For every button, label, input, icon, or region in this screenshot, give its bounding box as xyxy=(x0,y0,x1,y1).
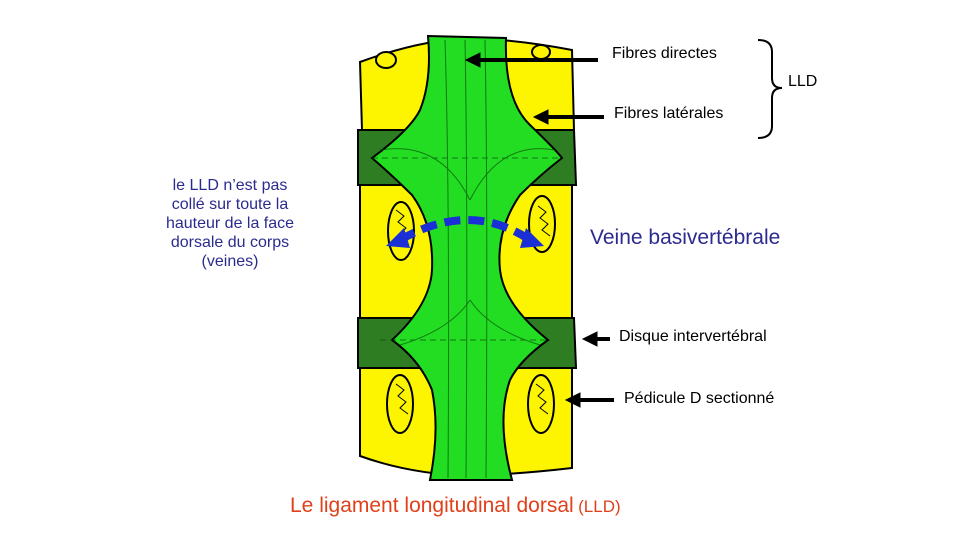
pedicle-top-right xyxy=(531,44,551,60)
note-text: le LLD n’est pas collé sur toute la haut… xyxy=(140,176,320,271)
label-veine-basivertebrale: Veine basivertébrale xyxy=(590,226,781,249)
arrow-fibres-directes xyxy=(464,52,598,68)
ligament-fibres xyxy=(372,39,562,479)
vein-arrow xyxy=(386,216,544,248)
pedicle-bottom-right xyxy=(527,374,555,434)
note-line: collé sur toute la xyxy=(171,196,289,213)
pedicle-top-left xyxy=(375,51,397,69)
pedicle-bottom-left xyxy=(386,374,414,434)
note-line: dorsale du corps xyxy=(170,234,290,251)
note-line: hauteur de la face xyxy=(165,215,295,232)
lld-brace xyxy=(757,39,783,139)
pedicles xyxy=(375,44,556,434)
pointer-arrows xyxy=(464,52,614,408)
label-fibres-laterales: Fibres latérales xyxy=(614,105,724,122)
arrow-fibres-laterales xyxy=(532,109,604,125)
title-suffix: (LLD) xyxy=(578,497,621,516)
label-lld: LLD xyxy=(788,73,818,90)
arrow-pedicule xyxy=(564,392,614,408)
note-line: le LLD n’est pas xyxy=(172,177,288,194)
title-main: Le ligament longitudinal dorsal xyxy=(290,494,574,517)
diagram-title: Le ligament longitudinal dorsal (LLD) xyxy=(290,494,621,518)
note-line: (veines) xyxy=(201,253,259,270)
label-disque-intervertebral: Disque intervertébral xyxy=(619,328,767,345)
label-pedicule: Pédicule D sectionné xyxy=(624,390,775,407)
label-fibres-directes: Fibres directes xyxy=(612,45,717,62)
arrow-disque xyxy=(581,331,610,347)
